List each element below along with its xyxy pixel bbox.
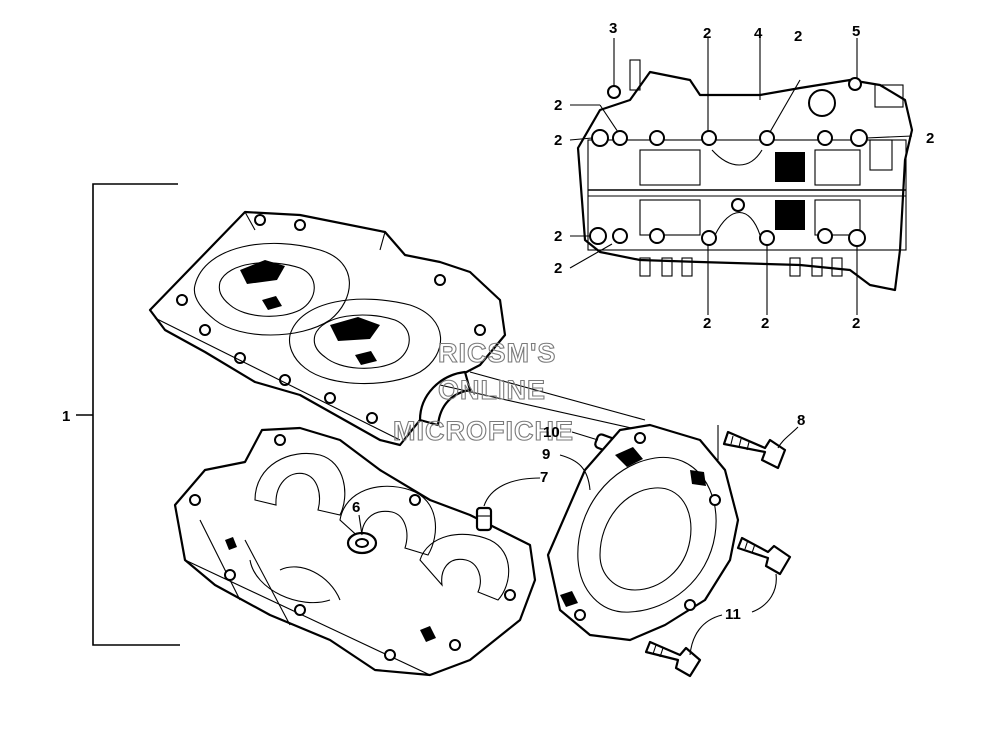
callout-8[interactable]: 8 <box>797 412 805 429</box>
watermark-line-1: RICSM'S <box>438 338 556 368</box>
callout-2-bottom-left[interactable]: 2 <box>703 315 711 332</box>
callout-9[interactable]: 9 <box>542 446 550 463</box>
upper-crankcase-half <box>148 210 646 447</box>
callout-2-left-bottom[interactable]: 2 <box>554 260 562 277</box>
callout-2-left-upper[interactable]: 2 <box>554 97 562 114</box>
watermark: RICSM'S ONLINE MICROFICHE <box>392 337 574 446</box>
callout-5[interactable]: 5 <box>852 23 860 40</box>
watermark-line-2: ONLINE <box>438 375 546 405</box>
callout-3[interactable]: 3 <box>609 20 617 37</box>
watermark-line-3: MICROFICHE <box>393 416 574 446</box>
lower-crankcase-half <box>173 426 537 677</box>
callout-7[interactable]: 7 <box>540 469 548 486</box>
callout-2-right[interactable]: 2 <box>926 130 934 147</box>
callout-2-left-lower[interactable]: 2 <box>554 228 562 245</box>
bolt-part-8 <box>722 430 787 470</box>
bolt-part-11-lower <box>644 640 702 678</box>
callout-11[interactable]: 11 <box>725 606 741 623</box>
callout-10[interactable]: 10 <box>543 424 560 441</box>
callout-2-top-center[interactable]: 2 <box>794 28 802 45</box>
callout-2-bottom-right[interactable]: 2 <box>852 315 860 332</box>
callout-1[interactable]: 1 <box>62 408 70 425</box>
callout-4[interactable]: 4 <box>754 25 763 42</box>
callout-2-left-mid[interactable]: 2 <box>554 132 562 149</box>
callout-2-top-left[interactable]: 2 <box>703 25 711 42</box>
callout-2-bottom-center[interactable]: 2 <box>761 315 769 332</box>
bolt-part-11-upper <box>736 536 792 576</box>
callout-6[interactable]: 6 <box>352 499 360 516</box>
assembly-bracket <box>76 183 180 646</box>
leader-lines <box>358 38 913 656</box>
end-cover <box>546 423 740 642</box>
callout-labels: 1 2 2 2 2 2 2 2 2 2 2 3 4 5 6 7 8 9 10 1… <box>62 20 934 623</box>
inset-cylinder-head <box>576 59 914 292</box>
